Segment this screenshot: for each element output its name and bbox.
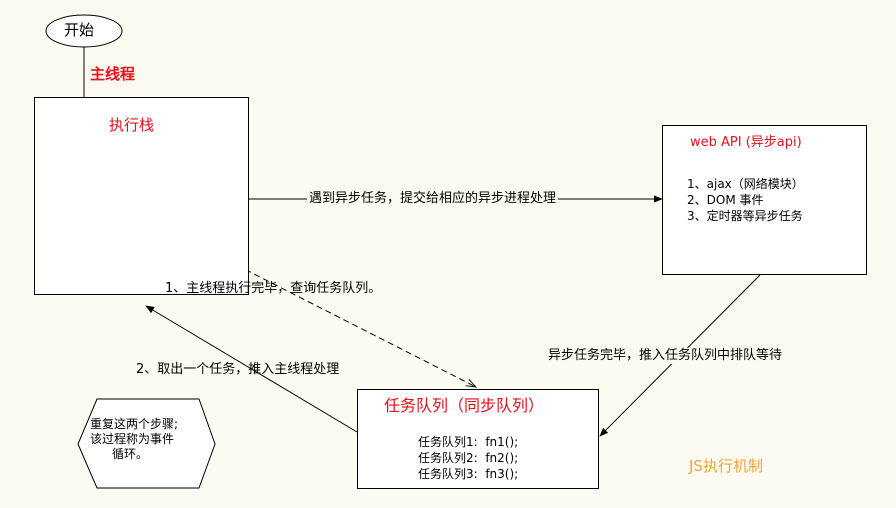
loop-note-line: 该过程称为事件	[90, 432, 175, 446]
step2-label: 2、取出一个任务，推入主线程处理	[136, 362, 340, 377]
main-thread-label: 主线程	[90, 65, 136, 83]
queue-row-fn: fn3();	[485, 467, 519, 481]
to-api-label: 遇到异步任务，提交给相应的异步进程处理	[307, 191, 559, 207]
start-label: 开始	[64, 21, 95, 39]
api-done-label: 异步任务完毕，推入任务队列中排队等待	[548, 348, 783, 364]
queue-row-label: 任务队列2:	[418, 451, 478, 465]
loop-hexagon	[77, 398, 216, 489]
task-queue-box	[357, 389, 599, 489]
queue-row-label: 任务队列3:	[418, 467, 478, 481]
web-api-item: 1、ajax（网络模块）	[687, 177, 804, 191]
step1-label: 1、主线程执行完毕，查询任务队列。	[165, 281, 382, 296]
loop-note-line: 循环。	[112, 447, 149, 461]
web-api-list: 1、ajax（网络模块） 2、DOM 事件 3、定时器等异步任务	[687, 176, 804, 224]
queue-row: 任务队列1: fn1();	[418, 434, 518, 450]
web-api-box	[662, 125, 867, 275]
task-queue-title: 任务队列（同步队列）	[384, 396, 545, 415]
web-api-title: web API (异步api)	[690, 135, 802, 150]
diagram-caption: JS执行机制	[689, 457, 763, 475]
task-queue-list: 任务队列1: fn1(); 任务队列2: fn2(); 任务队列3: fn3()…	[418, 434, 518, 482]
web-api-item: 3、定时器等异步任务	[687, 209, 803, 223]
queue-row-fn: fn1();	[485, 435, 519, 449]
queue-row: 任务队列3: fn3();	[418, 466, 518, 482]
web-api-item: 2、DOM 事件	[687, 193, 764, 207]
call-stack-box	[34, 97, 249, 295]
queue-row-label: 任务队列1:	[418, 435, 478, 449]
queue-row-fn: fn2();	[485, 451, 519, 465]
queue-row: 任务队列2: fn2();	[418, 450, 518, 466]
step2-arrow	[145, 305, 358, 433]
loop-note-line: 重复这两个步骤;	[90, 417, 179, 431]
loop-note: 重复这两个步骤; 该过程称为事件 循环。	[90, 417, 178, 462]
call-stack-title: 执行栈	[109, 116, 155, 134]
